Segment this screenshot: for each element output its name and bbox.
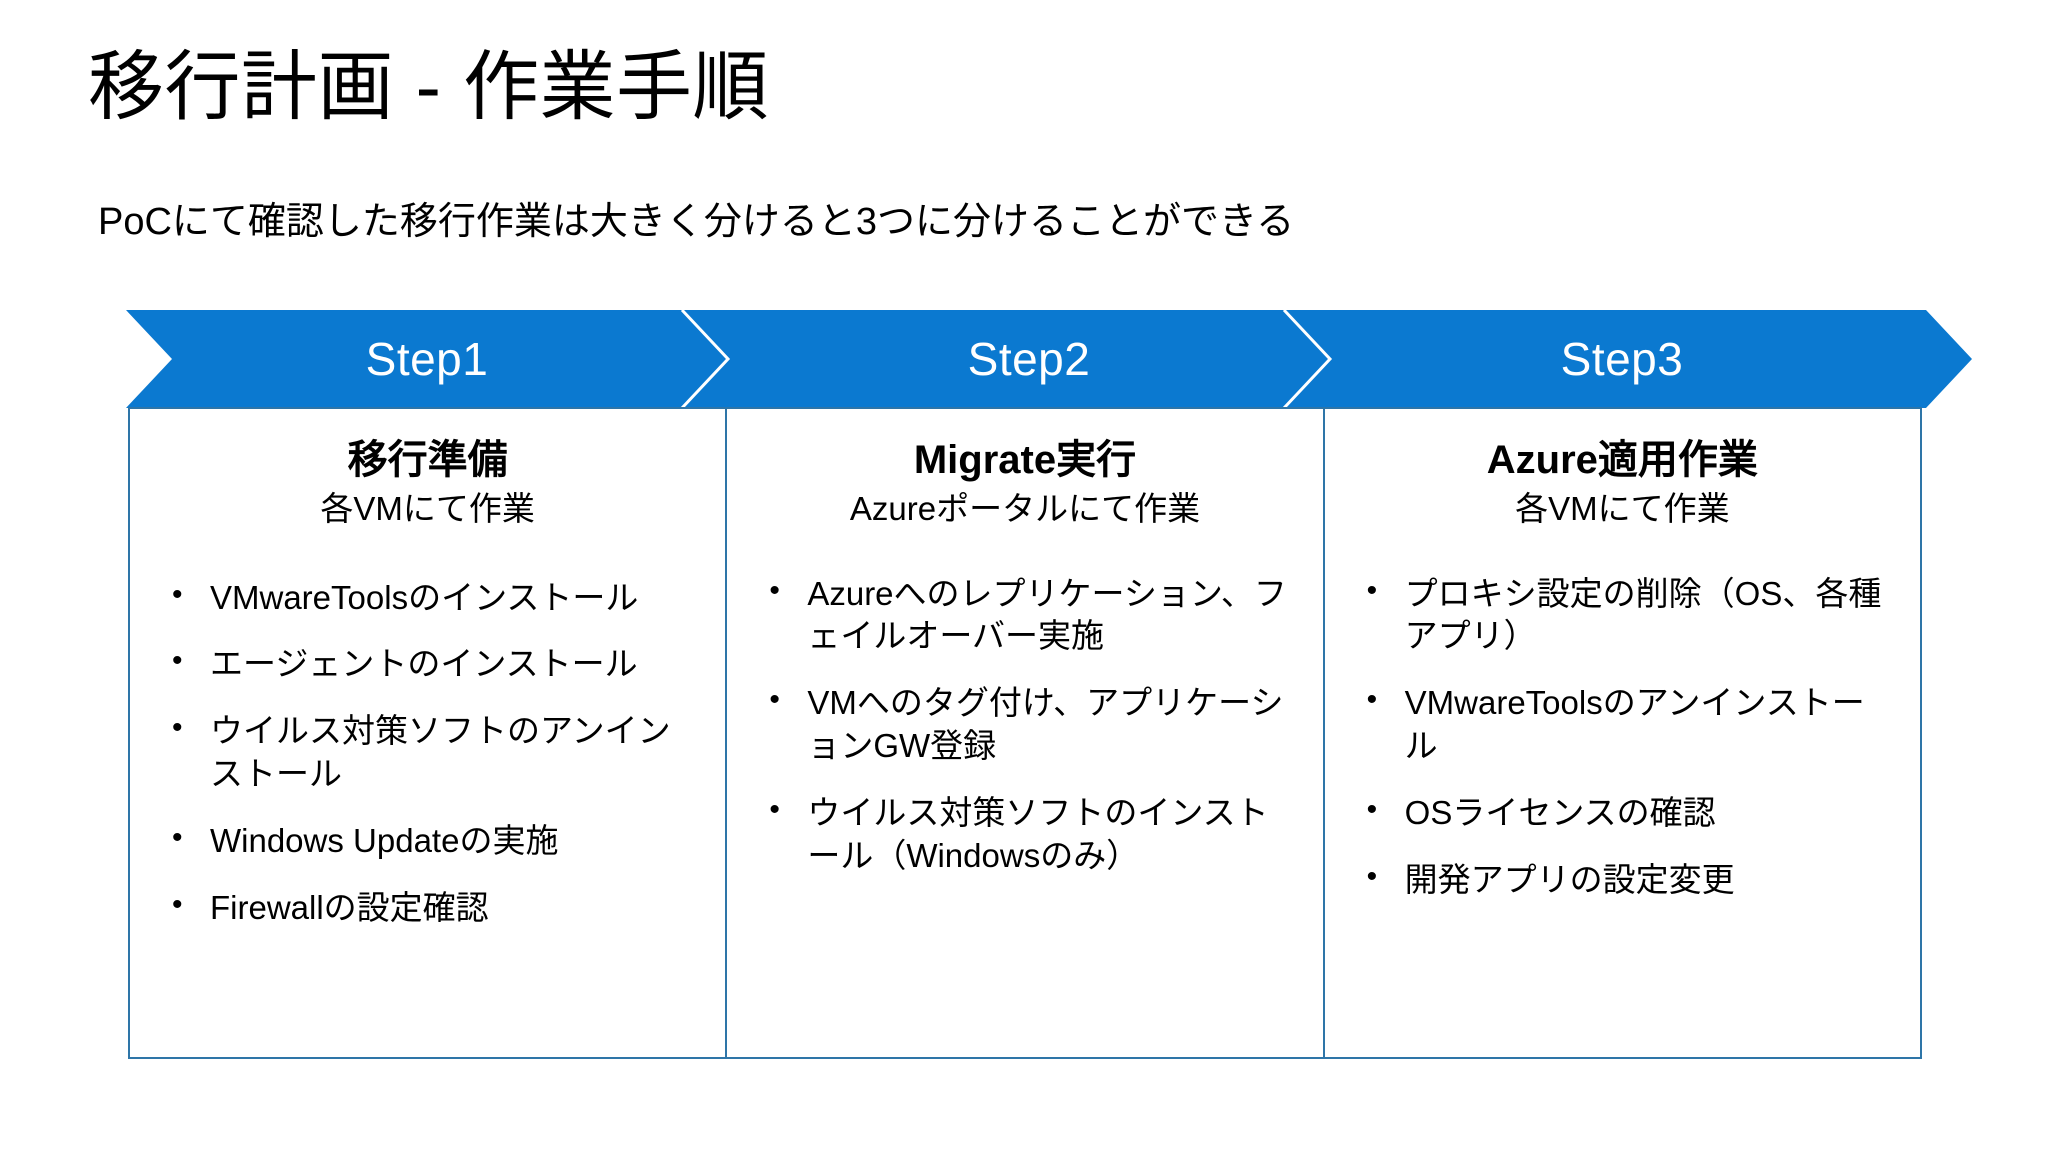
step-2-bullet-list: Azureへのレプリケーション、フェイルオーバー実施 VMへのタグ付け、アプリケ… — [753, 571, 1296, 878]
list-item: ウイルス対策ソフトのアンインストール — [166, 708, 695, 796]
list-item: VMへのタグ付け、アプリケーションGW登録 — [763, 680, 1292, 768]
chevron-body — [126, 310, 1972, 408]
list-item: VMwareToolsのアンインストール — [1361, 680, 1890, 768]
list-item: 開発アプリの設定変更 — [1361, 857, 1890, 902]
step-column-3: Azure適用作業 各VMにて作業 プロキシ設定の削除（OS、各種アプリ） VM… — [1322, 409, 1920, 1057]
chevron-step-2[interactable]: Step2 — [967, 333, 1091, 385]
chevron-step-1[interactable]: Step1 — [365, 333, 489, 385]
step-1-subtitle: 各VMにて作業 — [320, 490, 535, 527]
chevron-step-3[interactable]: Step3 — [1560, 333, 1684, 385]
process-chevron-banner: Step1 Step2 Step3 — [126, 308, 1972, 410]
chevron-shape — [126, 308, 1972, 410]
step-2-subtitle: Azureポータルにて作業 — [849, 490, 1201, 527]
list-item: Firewallの設定確認 — [166, 885, 695, 930]
step-column-2: Migrate実行 Azureポータルにて作業 Azureへのレプリケーション、… — [725, 409, 1322, 1057]
step-2-title: Migrate実行 — [913, 438, 1137, 482]
list-item: エージェントのインストール — [166, 641, 695, 686]
steps-content-box: 移行準備 各VMにて作業 VMwareToolsのインストール エージェントのイ… — [128, 407, 1922, 1059]
page-subtitle: PoCにて確認した移行作業は大きく分けると3つに分けることができる — [98, 201, 1295, 243]
list-item: Azureへのレプリケーション、フェイルオーバー実施 — [763, 571, 1292, 659]
step-3-bullet-list: プロキシ設定の削除（OS、各種アプリ） VMwareToolsのアンインストール… — [1351, 571, 1894, 902]
step-3-heading: Azure適用作業 各VMにて作業 — [1351, 437, 1894, 529]
step-1-bullet-list: VMwareToolsのインストール エージェントのインストール ウイルス対策ソ… — [156, 575, 699, 930]
list-item: プロキシ設定の削除（OS、各種アプリ） — [1361, 571, 1890, 659]
step-3-subtitle: 各VMにて作業 — [1515, 490, 1730, 527]
step-1-heading: 移行準備 各VMにて作業 — [156, 437, 699, 529]
step-column-1: 移行準備 各VMにて作業 VMwareToolsのインストール エージェントのイ… — [130, 409, 725, 1057]
step-1-title: 移行準備 — [347, 438, 508, 482]
step-2-heading: Migrate実行 Azureポータルにて作業 — [753, 437, 1296, 529]
list-item: OSライセンスの確認 — [1361, 790, 1890, 835]
chevron-label-row: Step1 Step2 Step3 — [126, 310, 1972, 408]
page-title: 移行計画 - 作業手順 — [88, 45, 770, 130]
step-3-title: Azure適用作業 — [1486, 438, 1758, 482]
list-item: Windows Updateの実施 — [166, 818, 695, 863]
list-item: ウイルス対策ソフトのインストール（Windowsのみ） — [763, 790, 1292, 878]
list-item: VMwareToolsのインストール — [166, 575, 695, 620]
chevron-divider-1 — [680, 308, 731, 410]
chevron-divider-2 — [1282, 308, 1333, 410]
